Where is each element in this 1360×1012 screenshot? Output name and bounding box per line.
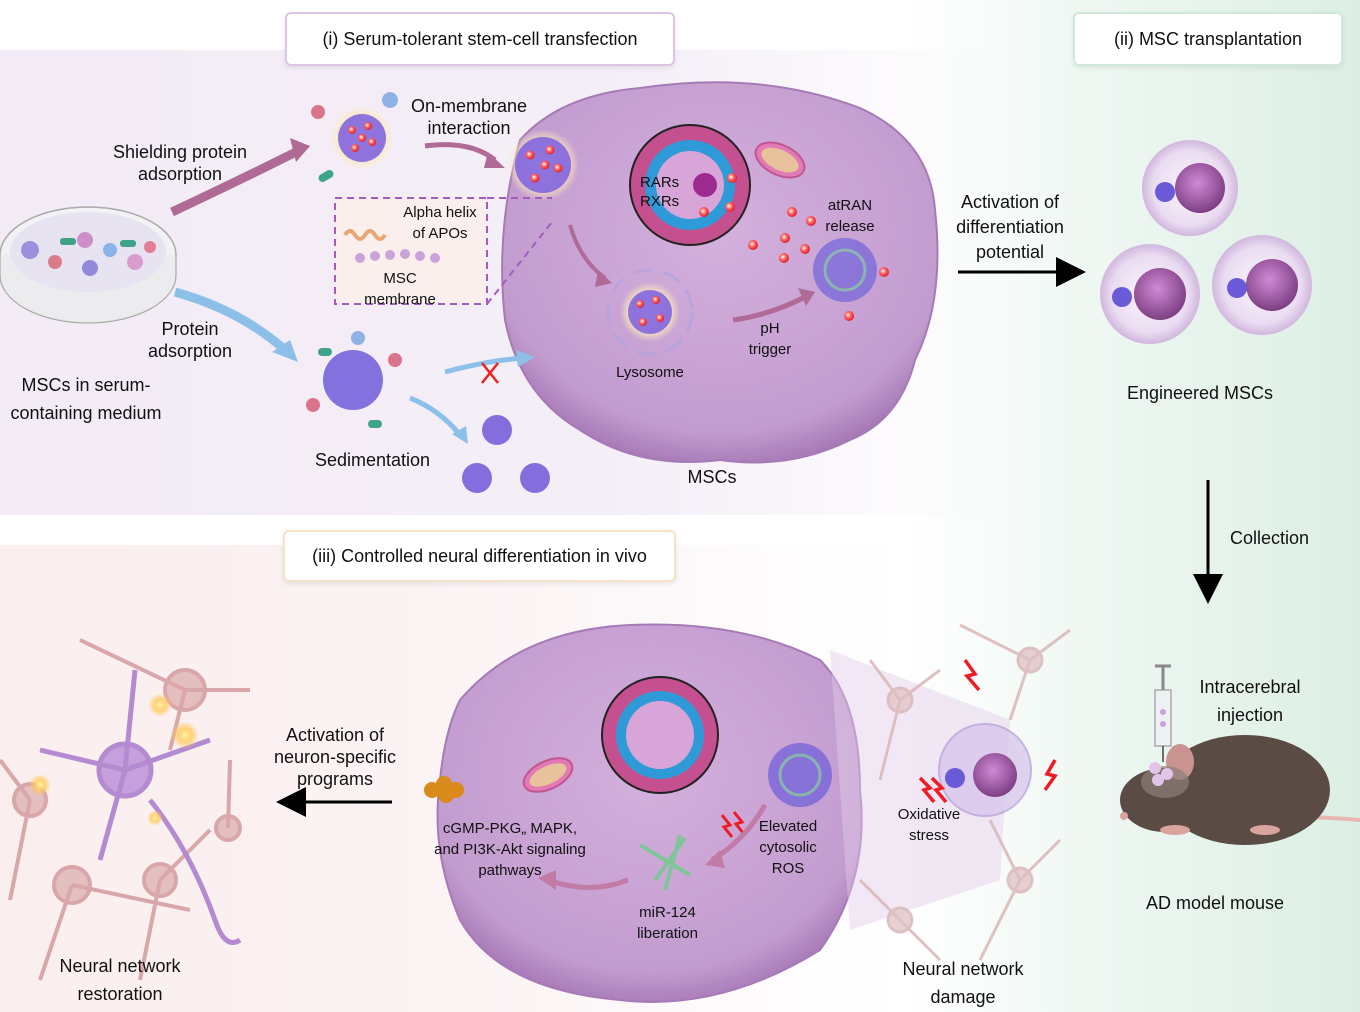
dish-label: MSCs in serum-containing medium (10, 375, 162, 423)
panel-ii-title: (ii) MSC transplantation (1073, 12, 1343, 66)
mitochondrion-icon (522, 757, 574, 793)
msc-cell-top (501, 81, 939, 464)
ph-trigger-arrowhead (798, 288, 815, 306)
shielding-arrow (170, 145, 303, 217)
ros-lightning-icon (720, 811, 746, 838)
engineered-mscs-label: Engineered MSCs (1126, 383, 1274, 403)
ad-model-mouse-label: AD model mouse (1145, 893, 1285, 913)
zoom-cone (830, 650, 1010, 930)
protein-coated-nanoparticle-icon (306, 331, 402, 428)
ph-trigger-arrow (732, 294, 807, 323)
rxrs-label: RXRs (640, 193, 680, 210)
blocked-x-icon (481, 362, 499, 384)
syringe-icon (1154, 664, 1172, 762)
shielded-nanoparticle-icon (330, 106, 394, 170)
mir-arrowhead (538, 870, 556, 890)
disassembled-nanoparticle-icon (813, 238, 877, 302)
interaction-arrow (424, 142, 497, 162)
endocytosis-arrowhead (595, 270, 612, 287)
sedimentation-arrow (409, 395, 462, 437)
engineered-msc-icon (1142, 140, 1238, 236)
oxidative-stress-lightning-icon (918, 658, 1058, 804)
inset-connector-line (486, 221, 553, 305)
shielding-arrowhead (290, 138, 310, 162)
protein-adsorption-arrow (173, 287, 288, 354)
protein-adsorption-arrowhead (272, 340, 298, 362)
petri-dish-icon (0, 206, 177, 324)
restored-neurons-icon (0, 638, 250, 981)
engineered-msc-icon (1100, 244, 1200, 344)
protein-blob-icon (382, 92, 398, 108)
lysosome-label: Lysosome (616, 364, 684, 381)
lysosome-icon (606, 268, 694, 356)
alpha-helix-icon (343, 229, 387, 241)
mir-arrow (547, 877, 629, 890)
damaged-neurons-icon (858, 623, 1071, 962)
membrane-nanoparticle-icon (507, 129, 579, 201)
ad-model-mouse-icon (1120, 735, 1360, 845)
panel-i-title: (i) Serum-tolerant stem-cell transfectio… (285, 12, 675, 66)
sedimentation-arrowhead (452, 426, 468, 444)
mscs-label: MSCs (687, 467, 737, 487)
lipid-bilayer-icon (355, 249, 440, 263)
rars-label: RARs (640, 174, 680, 191)
sedimentation-label: Sedimentation (314, 450, 431, 470)
protein-blob-icon (311, 105, 325, 119)
mitochondrion-icon (754, 141, 806, 179)
atran-drug-dots (748, 207, 889, 321)
engineered-msc-icon (1212, 235, 1312, 335)
protein-rod-icon (318, 170, 334, 182)
nucleus-icon (629, 124, 751, 246)
signaling-protein-icon (424, 776, 464, 803)
sedimented-nanoparticles-icon (462, 415, 550, 493)
nucleus-icon (601, 676, 719, 794)
mir124-icon (638, 834, 692, 891)
transplanted-msc-icon (938, 723, 1032, 817)
msc-cell-bottom (436, 623, 863, 1003)
membrane-inset-box (334, 197, 488, 305)
ros-nanoparticle-icon (768, 743, 832, 807)
collection-label: Collection (1229, 528, 1310, 548)
interaction-arrowhead (484, 152, 505, 168)
blocked-uptake-arrowhead (516, 350, 535, 367)
panel-iii-title: (iii) Controlled neural differentiation … (283, 530, 676, 582)
ros-arrowhead (705, 850, 725, 868)
